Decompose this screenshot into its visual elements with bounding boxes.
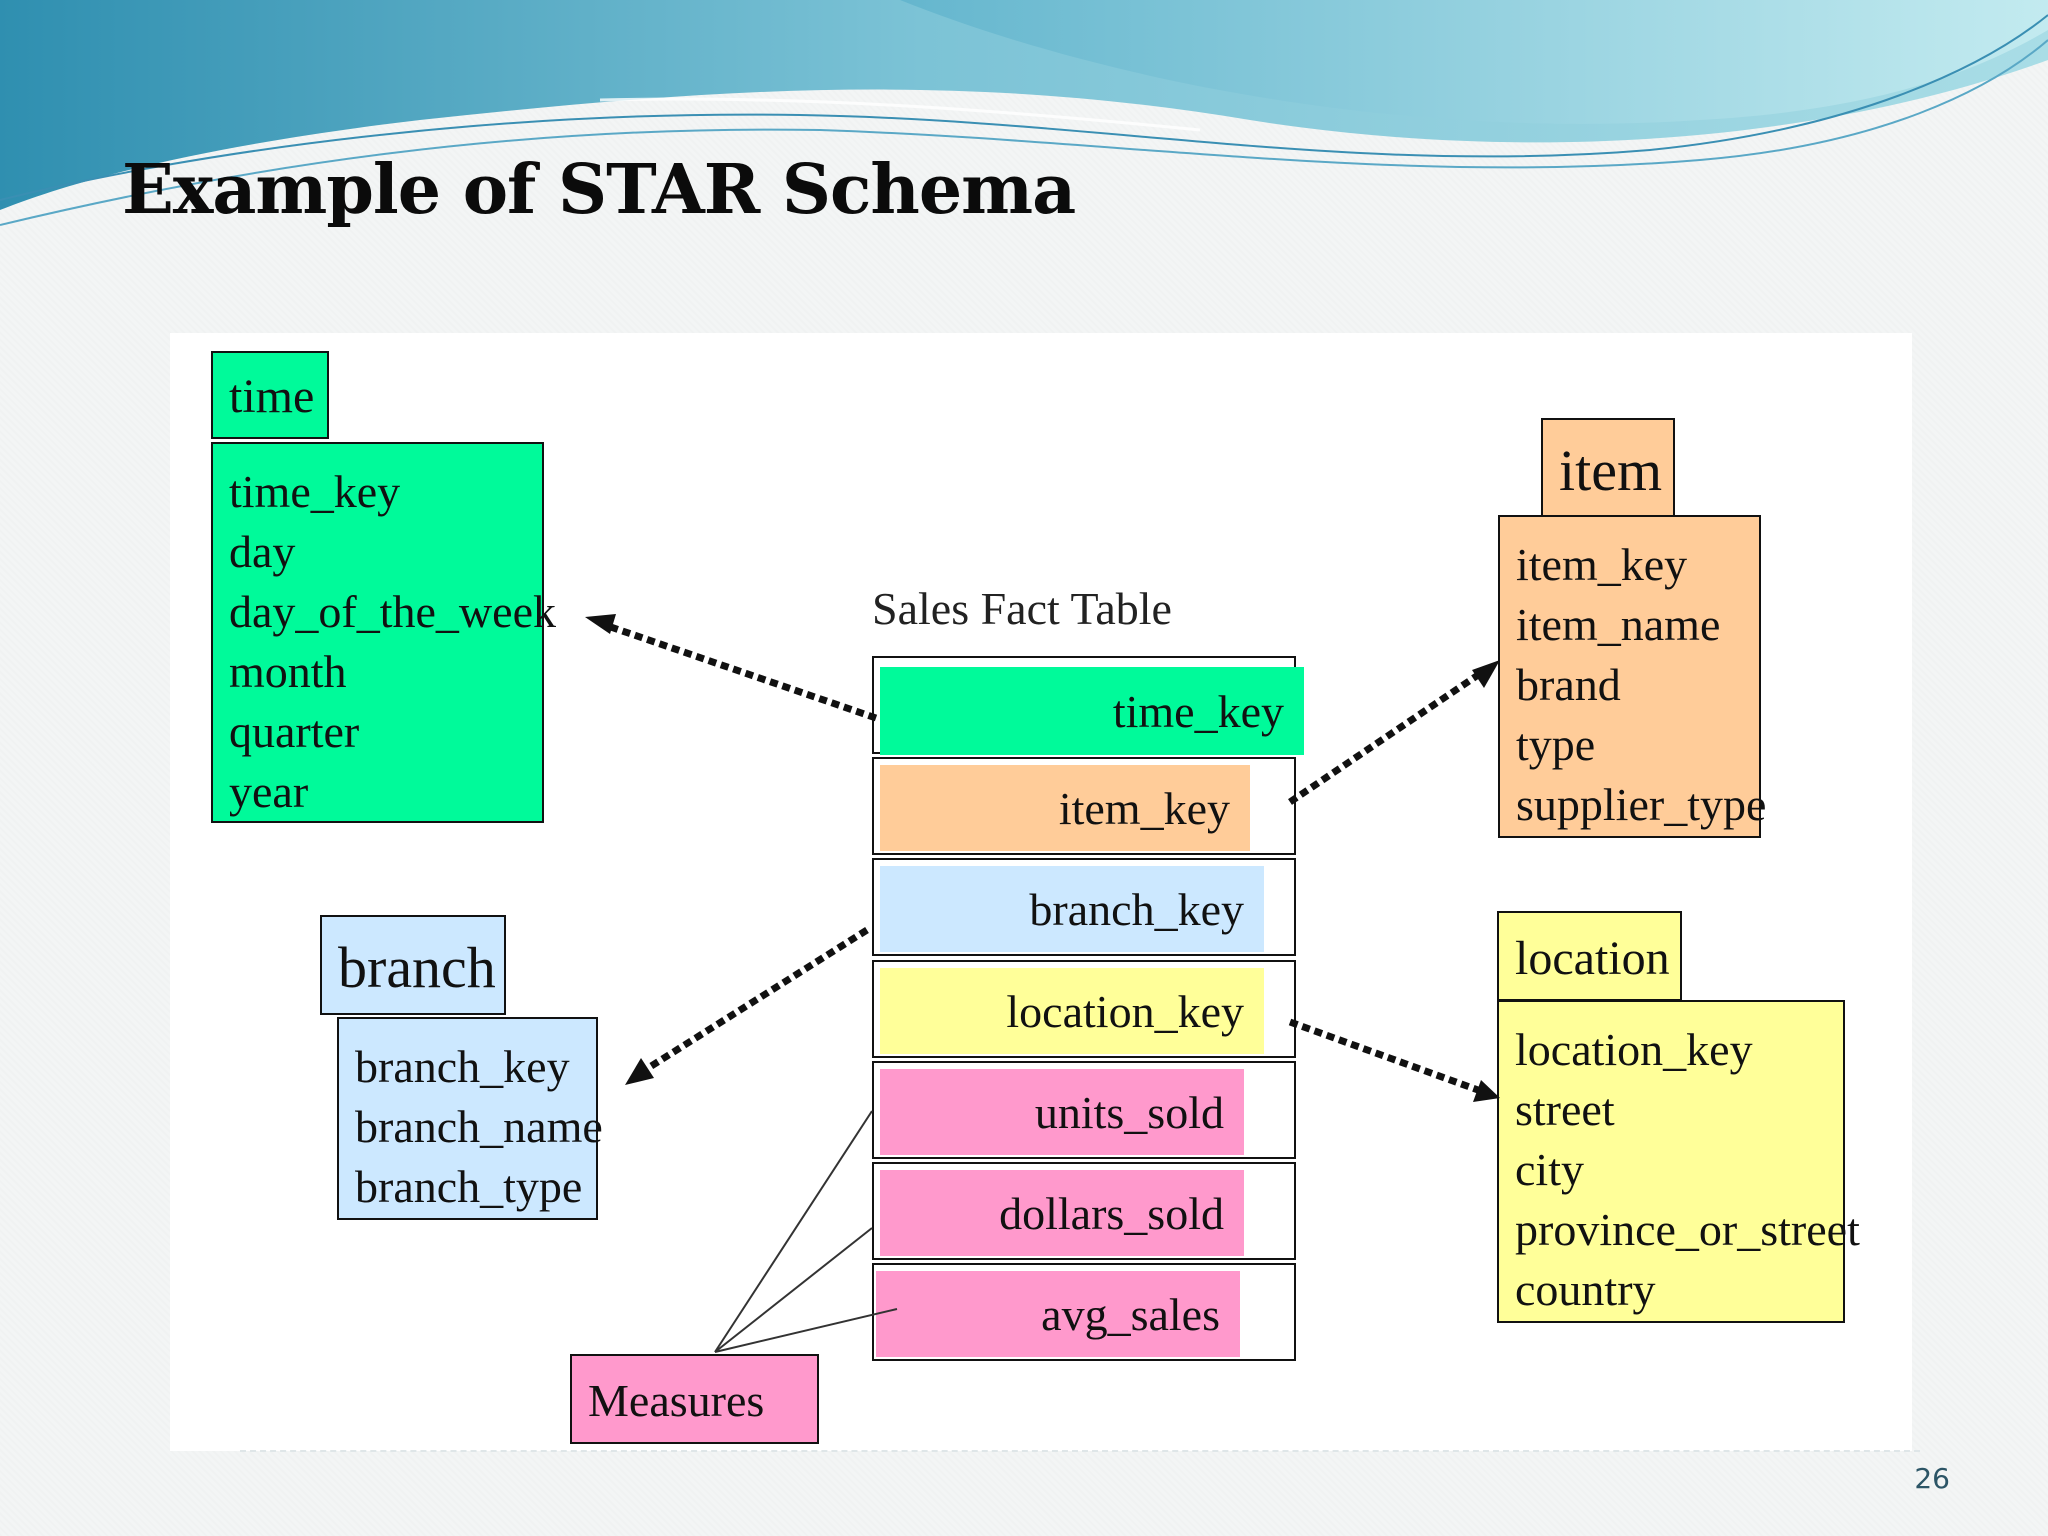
branch-table-attributes: branch_key branch_name branch_type [337, 1017, 603, 1220]
location-table-attributes: location_key street city province_or_str… [1497, 1000, 1860, 1323]
fact-measure-dollars-sold: dollars_sold [880, 1170, 1244, 1256]
wave-banner [0, 0, 2048, 226]
fact-key-item: item_key [880, 765, 1250, 851]
footer-divider [240, 1450, 1920, 1452]
fact-key-label: branch_key [1029, 883, 1244, 935]
item-attr: brand [1516, 659, 1621, 710]
fact-key-location: location_key [880, 968, 1264, 1054]
branch-table-header: branch [320, 915, 506, 1015]
branch-table-name: branch [338, 935, 496, 1000]
item-table-attributes: item_key item_name brand type supplier_t… [1498, 515, 1767, 838]
time-attr: quarter [229, 706, 360, 757]
branch-attr: branch_name [355, 1101, 603, 1152]
fact-key-time: time_key [880, 667, 1304, 755]
item-attr: item_key [1516, 539, 1688, 590]
slide-title: Example of STAR Schema [122, 150, 1076, 230]
time-table-header: time [211, 351, 329, 439]
item-table-header: item [1541, 418, 1675, 518]
time-table-name: time [229, 370, 315, 423]
fact-row-branch-key: branch_key [872, 858, 1296, 956]
branch-attr: branch_type [355, 1161, 583, 1212]
fact-row-units-sold: units_sold [872, 1061, 1296, 1159]
page-number: 26 [1914, 1462, 1950, 1495]
fact-key-label: item_key [1058, 782, 1230, 834]
location-attr: country [1515, 1264, 1656, 1315]
fact-row-time-key: time_key [872, 656, 1304, 755]
time-attr: month [229, 646, 347, 697]
item-attr: supplier_type [1516, 779, 1767, 830]
branch-attr: branch_key [355, 1041, 570, 1092]
fact-key-branch: branch_key [880, 866, 1264, 952]
time-attr: day [229, 526, 296, 577]
time-attr: year [229, 766, 309, 817]
fact-row-location-key: location_key [872, 960, 1296, 1058]
fact-measure-units-sold: units_sold [880, 1069, 1244, 1155]
fact-key-label: time_key [1112, 685, 1284, 737]
location-attr: street [1515, 1084, 1615, 1135]
item-table-name: item [1559, 438, 1663, 503]
item-attr: type [1516, 719, 1596, 770]
fact-measure-avg-sales: avg_sales [876, 1271, 1240, 1357]
location-table-name: location [1515, 932, 1670, 985]
fact-measure-label: dollars_sold [999, 1187, 1224, 1239]
fact-key-label: location_key [1006, 985, 1244, 1037]
measures-label-box: Measures [570, 1354, 819, 1444]
location-attr: location_key [1515, 1024, 1753, 1075]
fact-measure-label: units_sold [1034, 1086, 1224, 1138]
time-attr: time_key [229, 466, 401, 517]
fact-row-dollars-sold: dollars_sold [872, 1162, 1296, 1260]
fact-row-item-key: item_key [872, 757, 1296, 855]
fact-row-avg-sales: avg_sales [872, 1263, 1296, 1361]
item-attr: item_name [1516, 599, 1721, 650]
location-attr: province_or_street [1515, 1204, 1860, 1255]
time-attr: day_of_the_week [229, 586, 556, 637]
fact-table-caption: Sales Fact Table [872, 583, 1172, 634]
time-table-attributes: time_key day day_of_the_week month quart… [211, 442, 556, 823]
location-attr: city [1515, 1144, 1584, 1195]
location-table-header: location [1497, 911, 1682, 1001]
measures-label: Measures [588, 1375, 765, 1426]
fact-measure-label: avg_sales [1041, 1288, 1220, 1340]
